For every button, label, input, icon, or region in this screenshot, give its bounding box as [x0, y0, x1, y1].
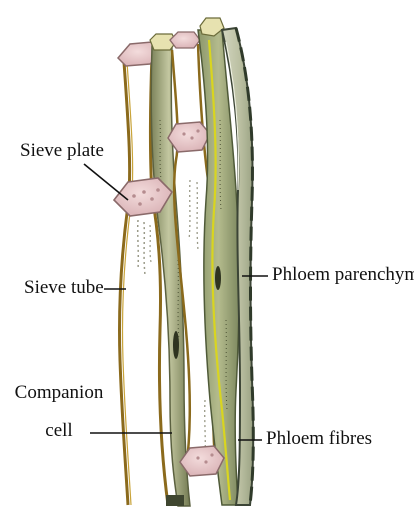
sieve-plate-bottom — [180, 446, 224, 476]
label-phloem-parenchyma: Phloem parenchyma — [272, 264, 414, 286]
companion-cell — [150, 34, 190, 506]
label-companion-cell: Companion cell — [14, 382, 104, 442]
leader-line-sieve-plate — [84, 164, 128, 200]
label-sieve-tube: Sieve tube — [24, 277, 104, 299]
label-sieve-plate: Sieve plate — [20, 140, 104, 162]
sieve-plate-top-middle — [170, 32, 200, 48]
label-phloem-fibres: Phloem fibres — [266, 428, 372, 450]
label-companion-cell-line2: cell — [14, 420, 104, 442]
label-companion-cell-line1: Companion — [14, 382, 104, 404]
sieve-plate-middle — [168, 122, 210, 152]
